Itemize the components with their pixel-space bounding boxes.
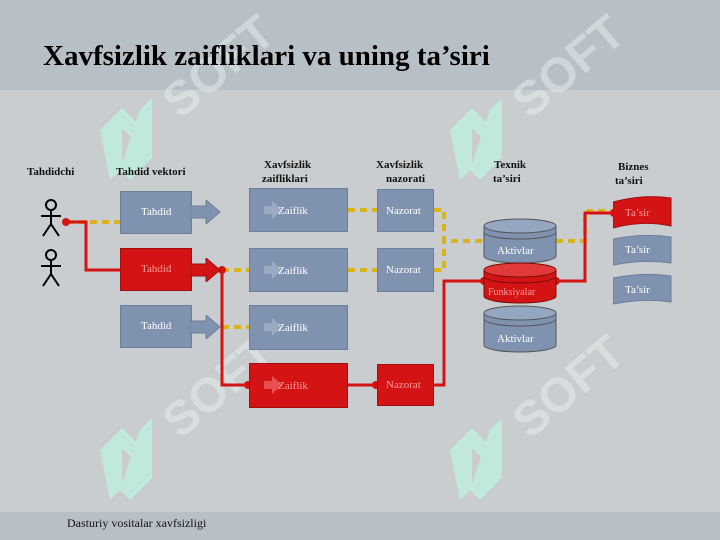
header-attacker: Tahdidchi	[27, 166, 75, 178]
threat-label: Tahdid	[141, 263, 172, 275]
header-tech-2: ta’siri	[493, 173, 521, 185]
impact-tag	[613, 273, 672, 305]
header-vuln-1: Xavfsizlik	[264, 159, 312, 171]
control-label: Nazorat	[386, 205, 421, 217]
impact-label: Ta’sir	[625, 244, 650, 256]
footer-band	[0, 512, 720, 540]
vulnerability-box: Zaiflik	[249, 305, 348, 350]
threat-box: Tahdid	[120, 305, 192, 348]
control-label: Nazorat	[386, 264, 421, 276]
vulnerability-label: Zaiflik	[278, 380, 308, 392]
vulnerability-label: Zaiflik	[278, 265, 308, 277]
control-box-active: Nazorat	[377, 364, 434, 406]
arrow-icon	[190, 315, 221, 339]
control-label: Nazorat	[386, 379, 421, 391]
page-title: Xavfsizlik zaifliklari va uning ta’siri	[43, 40, 490, 72]
vulnerability-label: Zaiflik	[278, 205, 308, 217]
header-vector: Tahdid vektori	[116, 166, 186, 178]
vulnerability-box: Zaiflik	[249, 188, 348, 232]
arrow-icon	[190, 258, 221, 282]
person-icon	[41, 249, 61, 287]
asset-label: Aktivlar	[497, 245, 534, 257]
header-control-1: Xavfsizlik	[376, 159, 424, 171]
vulnerability-label: Zaiflik	[278, 322, 308, 334]
header-biz-2: ta’siri	[615, 175, 643, 187]
header-control-2: nazorati	[386, 173, 426, 185]
control-box: Nazorat	[377, 189, 434, 232]
impact-tag	[613, 196, 672, 229]
vulnerability-box-active: Zaiflik	[249, 363, 348, 408]
database-icon	[483, 262, 557, 304]
database-icon	[483, 218, 557, 264]
header-biz-1: Biznes	[618, 161, 649, 173]
vulnerability-box: Zaiflik	[249, 248, 348, 292]
function-label: Funksiyalar	[488, 287, 536, 298]
asset-label: Aktivlar	[497, 333, 534, 345]
threat-box: Tahdid	[120, 191, 192, 234]
control-box: Nazorat	[377, 248, 434, 292]
person-icon	[41, 199, 61, 237]
threat-box-active: Tahdid	[120, 248, 192, 291]
header-band	[0, 0, 720, 90]
header-tech-1: Texnik	[494, 159, 527, 171]
database-icon	[483, 305, 557, 353]
arrow-icon	[190, 200, 221, 224]
threat-label: Tahdid	[141, 320, 172, 332]
threat-label: Tahdid	[141, 206, 172, 218]
impact-label: Ta’sir	[625, 284, 650, 296]
impact-label: Ta’sir	[625, 207, 650, 219]
header-vuln-2: zaifliklari	[262, 173, 308, 185]
footer-text: Dasturiy vositalar xavfsizligi	[67, 516, 207, 530]
impact-tag	[613, 234, 672, 266]
